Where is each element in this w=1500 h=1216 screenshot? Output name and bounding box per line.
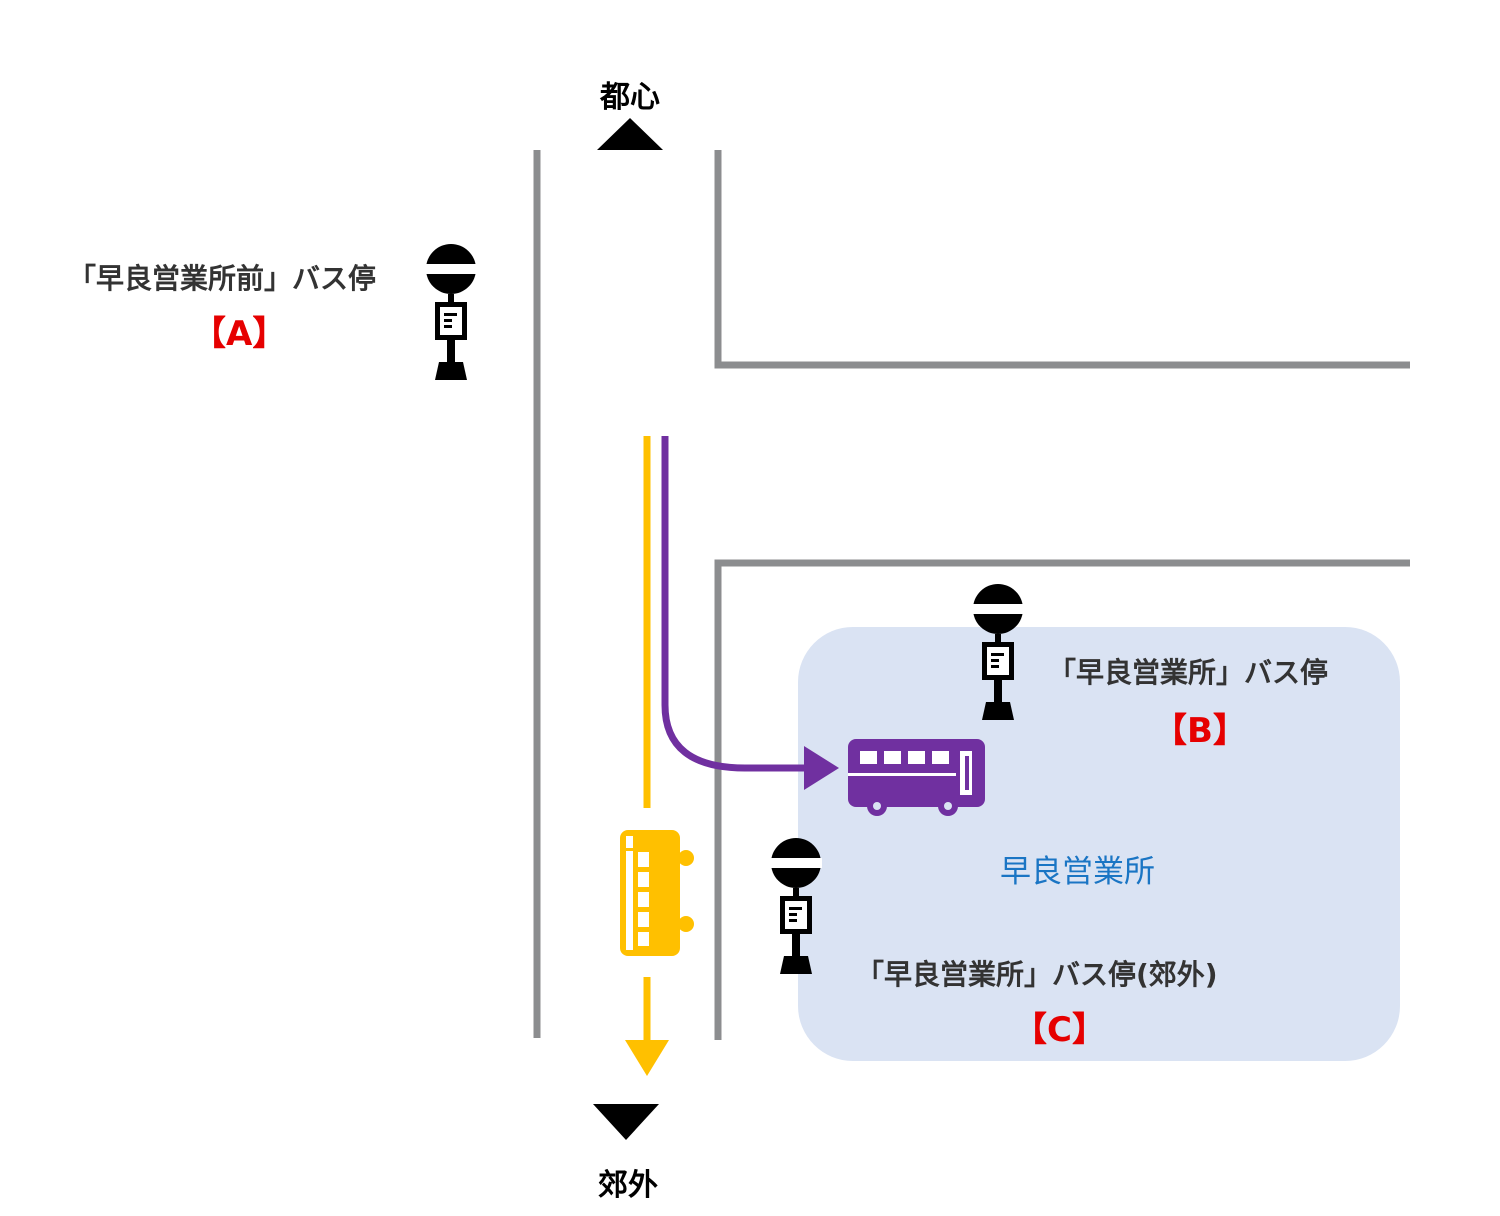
office-area (798, 627, 1400, 1061)
stop-c-tag: 【C】 (1013, 1010, 1106, 1050)
purple-route (661, 436, 839, 790)
direction-label-south: 郊外 (598, 1168, 658, 1203)
bus-stop-icon (425, 244, 477, 380)
stop-b-tag: 【B】 (1153, 711, 1247, 751)
roads (533, 150, 1410, 1040)
stop-b-label: 「早良営業所」バス停 (1048, 656, 1329, 689)
stop-a-label: 「早良営業所前」バス停 (68, 262, 377, 295)
stop-a-tag: 【A】 (192, 314, 287, 354)
road-lower-corner (714, 559, 1410, 1040)
direction-label-north: 都心 (600, 80, 660, 115)
triangle-down-icon (593, 1104, 659, 1140)
office-label: 早良営業所 (1000, 854, 1155, 890)
bus-icon (848, 739, 985, 816)
triangle-up-icon (597, 118, 663, 150)
bus-icon (620, 830, 694, 956)
road-upper-corner (714, 150, 1410, 369)
stop-c-label: 「早良営業所」バス停(郊外) (856, 958, 1218, 991)
yellow-route (625, 436, 669, 1076)
